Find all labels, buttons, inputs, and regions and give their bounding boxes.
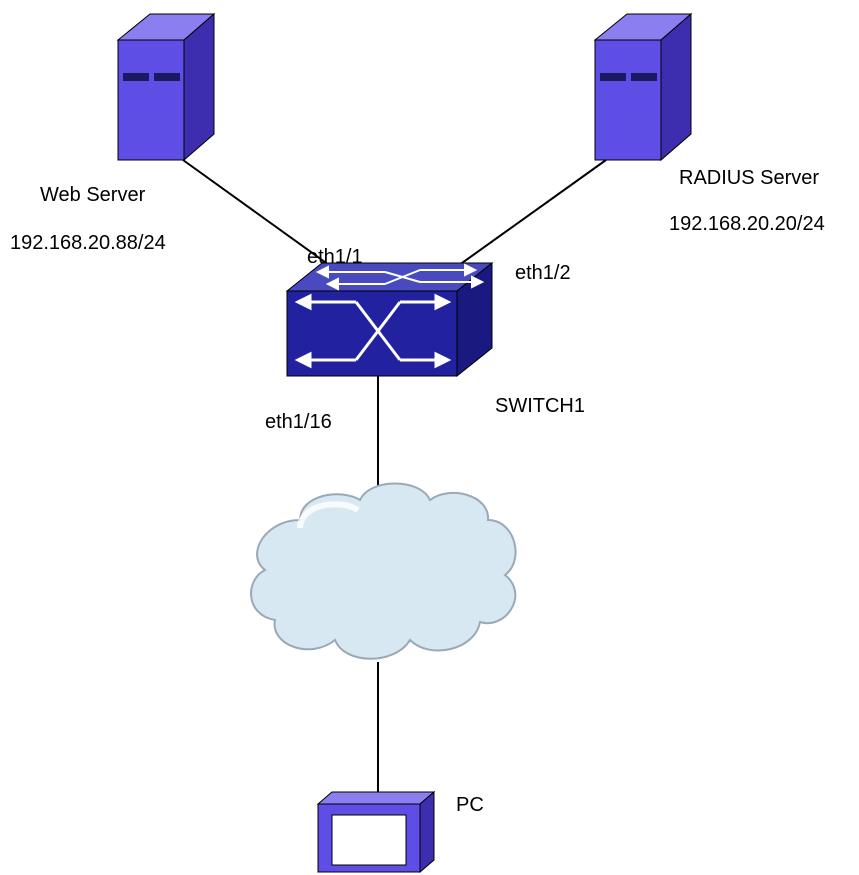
links <box>182 159 607 804</box>
link-web-switch <box>182 159 337 271</box>
cloud-icon <box>250 482 517 660</box>
switch-label: SWITCH1 <box>495 395 585 417</box>
radius-server-icon <box>593 12 693 162</box>
port-label-eth1-1: eth1/1 <box>307 246 363 268</box>
web-server-ip: 192.168.20.88/24 <box>10 232 166 254</box>
pc-label: PC <box>456 794 484 816</box>
switch-icon <box>285 261 494 378</box>
port-label-eth1-16: eth1/16 <box>265 411 332 433</box>
radius-server-label: RADIUS Server <box>679 167 820 189</box>
port-label-eth1-2: eth1/2 <box>515 262 571 284</box>
web-server-icon <box>116 12 216 162</box>
pc-icon <box>316 790 436 874</box>
web-server-label: Web Server <box>40 184 146 206</box>
radius-server-ip: 192.168.20.20/24 <box>669 213 825 235</box>
link-radius-switch <box>454 159 607 269</box>
